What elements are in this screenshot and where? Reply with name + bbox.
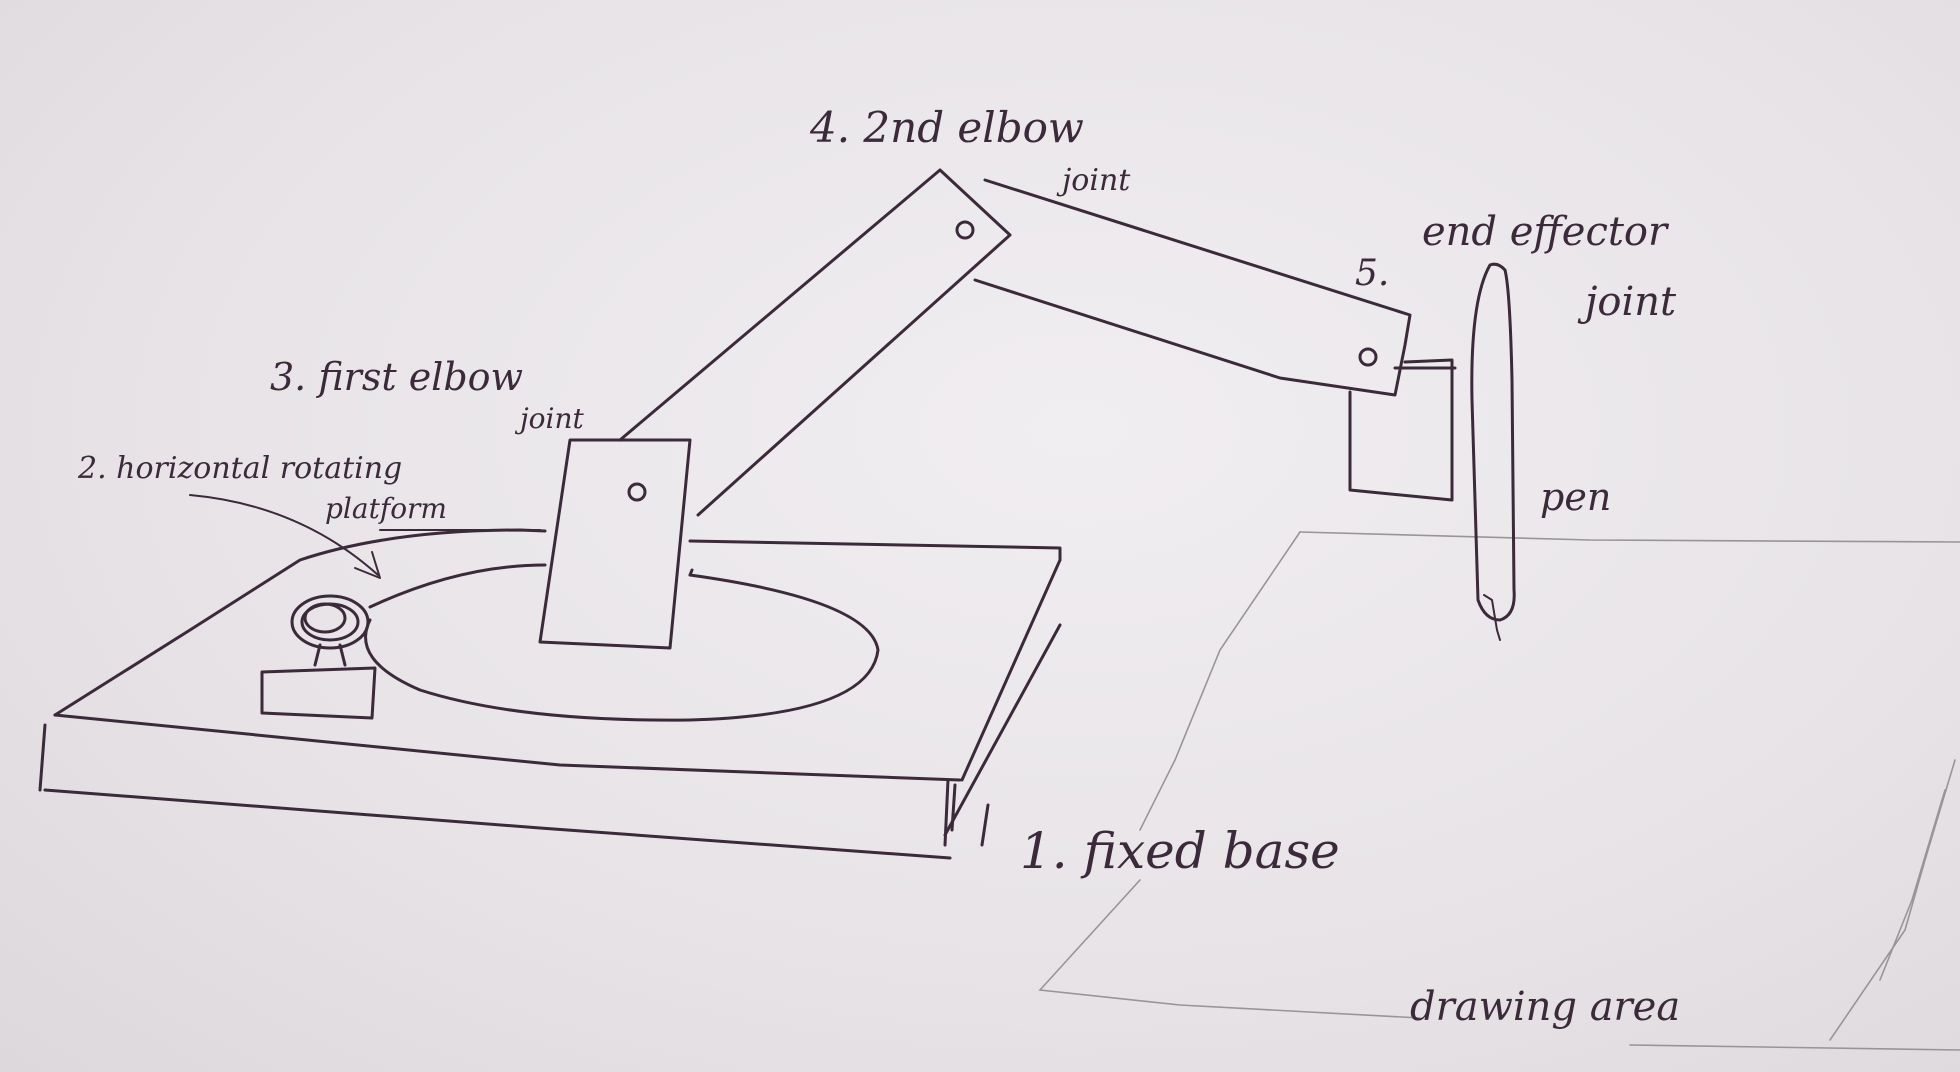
label-end-effector-line2: joint [1577,279,1677,325]
label-fixed-base: 1. fixed base [1020,822,1340,880]
label-first-elbow-line1: 3. first elbow [270,355,523,399]
label-drawing-area: drawing area [1410,984,1680,1030]
label-platform-line1: 2. horizontal rotating [77,451,402,486]
second-elbow-pivot [957,222,973,238]
pen [1472,264,1514,640]
label-first-elbow-line2: joint [514,402,585,435]
rotating-platform [366,565,878,720]
end-effector-pivot [1360,349,1376,365]
label-pen: pen [1540,475,1611,519]
label-second-elbow-line2: joint [1056,163,1131,198]
label-end-effector-line1: end effector [1422,209,1670,255]
first-elbow-pivot [629,484,645,500]
label-second-elbow-line1: 4. 2nd elbow [809,103,1084,152]
drawing-area-outline [1040,532,1960,1050]
label-end-effector-number: 5. [1355,253,1389,294]
first-elbow-block [540,440,690,648]
second-arm-link [975,180,1410,395]
label-platform-line2: platform [325,492,447,525]
first-arm-link [620,170,1010,515]
end-effector-bracket [1350,360,1455,500]
motor-knob [262,596,375,718]
